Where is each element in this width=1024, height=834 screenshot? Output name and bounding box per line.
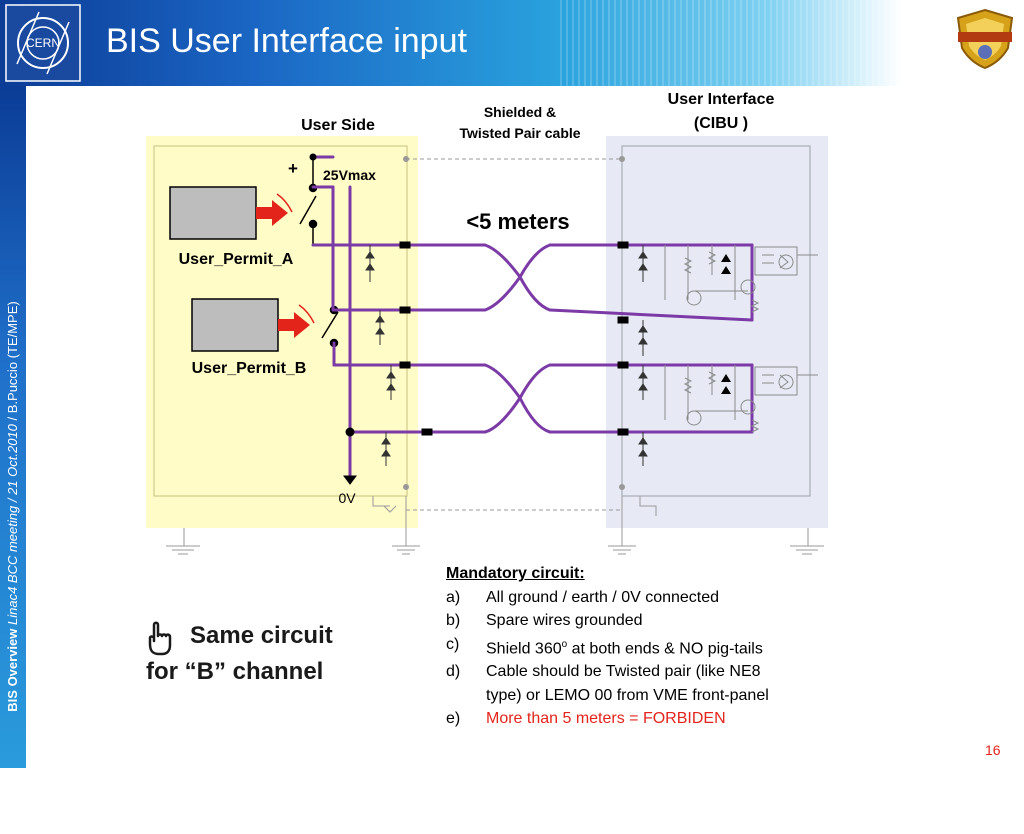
label-voltage: 25Vmax	[323, 167, 376, 183]
note-item: c) Shield 360o at both ends & NO pig-tai…	[446, 635, 763, 657]
terminals	[309, 153, 629, 485]
label-plus: +	[288, 159, 298, 178]
cibu-circuit	[664, 245, 818, 433]
label-0v: 0V	[338, 490, 356, 506]
permit-b-device	[191, 298, 279, 352]
sidebar-band: BIS Overview Linac4 BCC meeting / 21 Oct…	[0, 86, 26, 768]
label-cable: Shielded &	[484, 104, 556, 120]
label-cibu: (CIBU )	[694, 115, 748, 132]
callout-line-2: for “B” channel	[146, 658, 324, 685]
callout-line-1: Same circuit	[190, 622, 333, 649]
notes-heading: Mandatory circuit:	[446, 565, 585, 582]
sidebar-author: / B.Puccio (TE/MPE)	[5, 301, 20, 425]
note-item: b) Spare wires grounded	[446, 612, 643, 629]
page-number: 16	[985, 742, 1001, 758]
label-distance: <5 meters	[466, 209, 569, 234]
label-cable-2: Twisted Pair cable	[459, 125, 580, 141]
sidebar-bis-overview: BIS Overview	[5, 628, 20, 712]
ground-symbols	[166, 496, 824, 555]
user-enclosure	[153, 145, 408, 497]
permit-a-device	[169, 186, 257, 240]
circuit-diagram: User Side Shielded & Twisted Pair cable …	[146, 91, 828, 555]
note-item: e) More than 5 meters = FORBIDEN	[446, 710, 726, 728]
wiring	[310, 155, 754, 482]
machine-interlock-badge	[952, 6, 1018, 77]
slide-header	[0, 0, 1024, 86]
same-circuit-callout: Same circuit for “B” channel	[146, 618, 333, 690]
note-item: d)Cable should be Twisted pair (like NE8	[446, 663, 761, 681]
cern-logo: CERN	[5, 4, 81, 87]
mandatory-circuit-notes: Mandatory circuit: a)All ground / earth …	[446, 562, 769, 731]
header-stripes	[560, 0, 900, 86]
sidebar-footer-text: BIS Overview Linac4 BCC meeting / 21 Oct…	[5, 179, 20, 834]
label-user-permit-b: User_Permit_B	[192, 360, 307, 377]
slide-title: BIS User Interface input	[106, 22, 467, 60]
note-item: type) or LEMO 00 from VME front-panel	[486, 686, 769, 704]
cern-logo-text: CERN	[26, 36, 60, 50]
label-user-side: User Side	[301, 117, 375, 134]
permit-b-arrow	[278, 312, 310, 338]
sidebar-meeting: Linac4 BCC meeting / 21 Oct.2010	[5, 424, 20, 629]
label-user-permit-a: User_Permit_A	[179, 251, 294, 268]
label-user-interface: User Interface	[668, 91, 775, 108]
pointing-hand-icon	[146, 620, 180, 661]
permit-a-arrow	[256, 200, 288, 226]
protection-components	[365, 245, 648, 466]
note-item: a)All ground / earth / 0V connected	[446, 588, 720, 606]
